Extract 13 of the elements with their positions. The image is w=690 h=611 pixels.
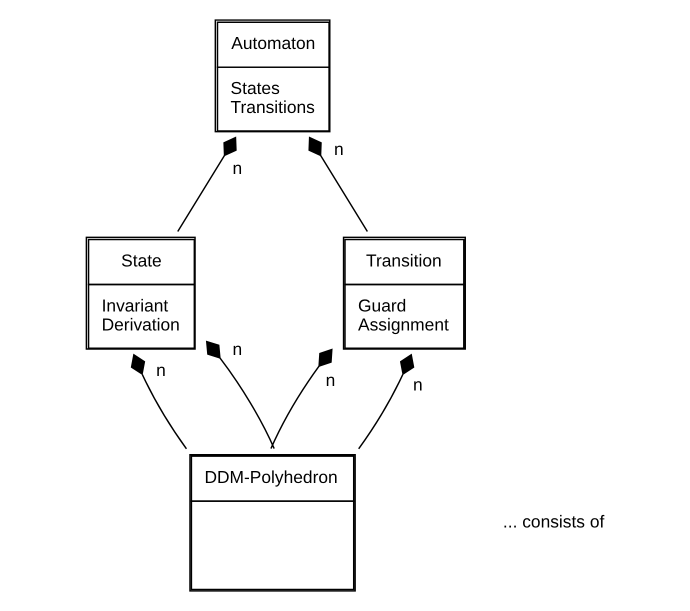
edge-label: n xyxy=(232,338,242,359)
connector xyxy=(130,354,188,450)
connector xyxy=(308,136,368,232)
connector xyxy=(177,136,237,232)
edge-label: n xyxy=(412,374,423,394)
edge-label: n xyxy=(326,370,336,390)
connector xyxy=(358,354,414,450)
legend-label: ... consists of xyxy=(502,511,604,532)
edge-label: n xyxy=(156,360,166,380)
connector xyxy=(206,340,275,449)
connector xyxy=(270,348,333,449)
edge-label: n xyxy=(232,158,242,178)
edge-label: n xyxy=(334,138,344,159)
